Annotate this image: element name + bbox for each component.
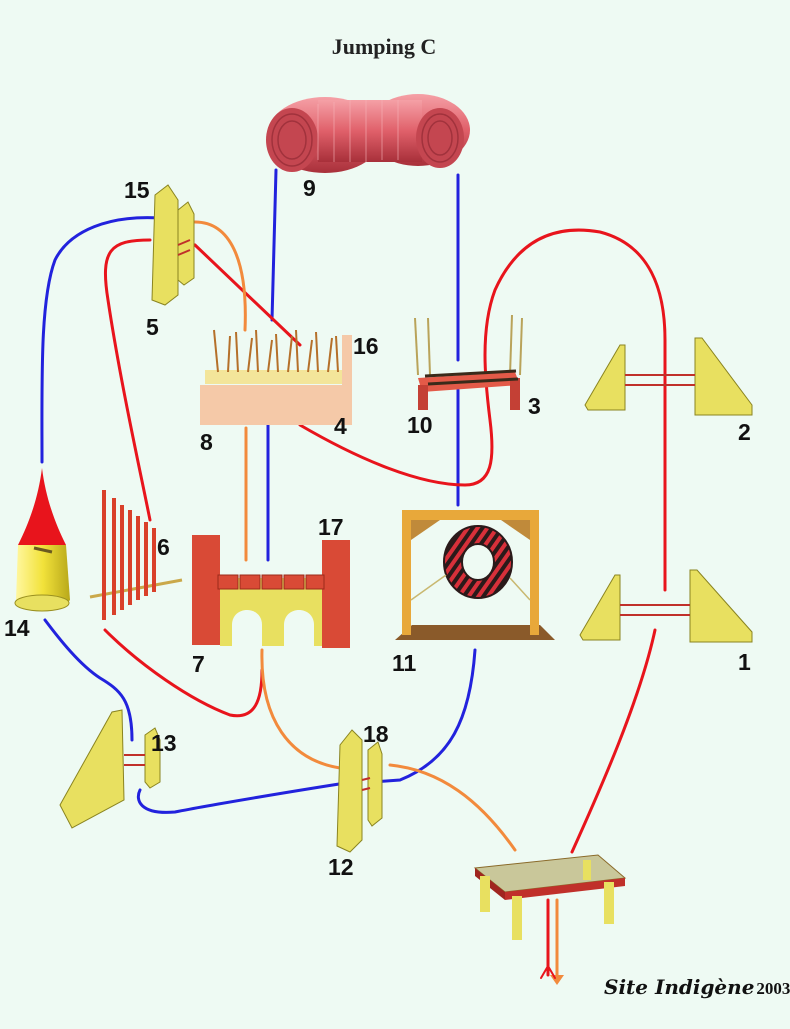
exit-arrow-orange: [550, 975, 564, 985]
obstacle-number: 5: [146, 314, 159, 340]
tyre-jump-icon: [395, 510, 555, 640]
routes: [40, 168, 667, 985]
obstacle-number: 14: [4, 615, 30, 641]
obstacle-number: 9: [303, 175, 316, 201]
exit-arrow-red: [540, 964, 556, 979]
obstacle-number: 4: [334, 413, 347, 439]
credit-name: Site Indigène: [604, 975, 755, 999]
obstacle-number: 8: [200, 429, 213, 455]
route-orange: [193, 220, 559, 977]
weave-poles-icon: [89, 490, 183, 620]
obstacle-number: 2: [738, 419, 751, 445]
diagram-title: Jumping C: [331, 34, 437, 59]
obstacle-number: 1: [738, 649, 751, 675]
tunnel-icon: [266, 94, 470, 173]
obstacle-number: 7: [192, 651, 205, 677]
obstacle-number: 10: [407, 412, 433, 438]
dog-walk-icon: [414, 314, 523, 410]
panel-jump-icon: [151, 184, 195, 306]
double-bar-jump-icon: [584, 337, 753, 416]
credit-year: 2003: [756, 979, 790, 998]
course-diagram: Jumping C 9 15 5 16 8 4 10 3 2 6 17 14 7…: [4, 34, 790, 999]
chute-icon: [14, 468, 70, 612]
wall-jump-icon: [192, 535, 350, 648]
obstacle-number: 6: [157, 534, 170, 560]
wing-jump-icon: [59, 709, 161, 829]
double-bar-jump-icon: [579, 569, 753, 643]
obstacle-number: 13: [151, 730, 177, 756]
obstacle-number: 12: [328, 854, 354, 880]
obstacle-number: 3: [528, 393, 541, 419]
route-blue: [40, 168, 477, 814]
route-red: [103, 228, 667, 977]
obstacle-number: 11: [392, 650, 417, 676]
course-map: [14, 94, 753, 985]
obstacle-number: 17: [318, 514, 344, 540]
panel-jump-icon: [336, 729, 383, 853]
obstacle-number: 16: [353, 333, 379, 359]
pause-table-icon: [473, 854, 627, 940]
obstacle-number: 18: [363, 721, 389, 747]
brush-jump-icon: [200, 329, 352, 425]
obstacle-number: 15: [124, 177, 150, 203]
